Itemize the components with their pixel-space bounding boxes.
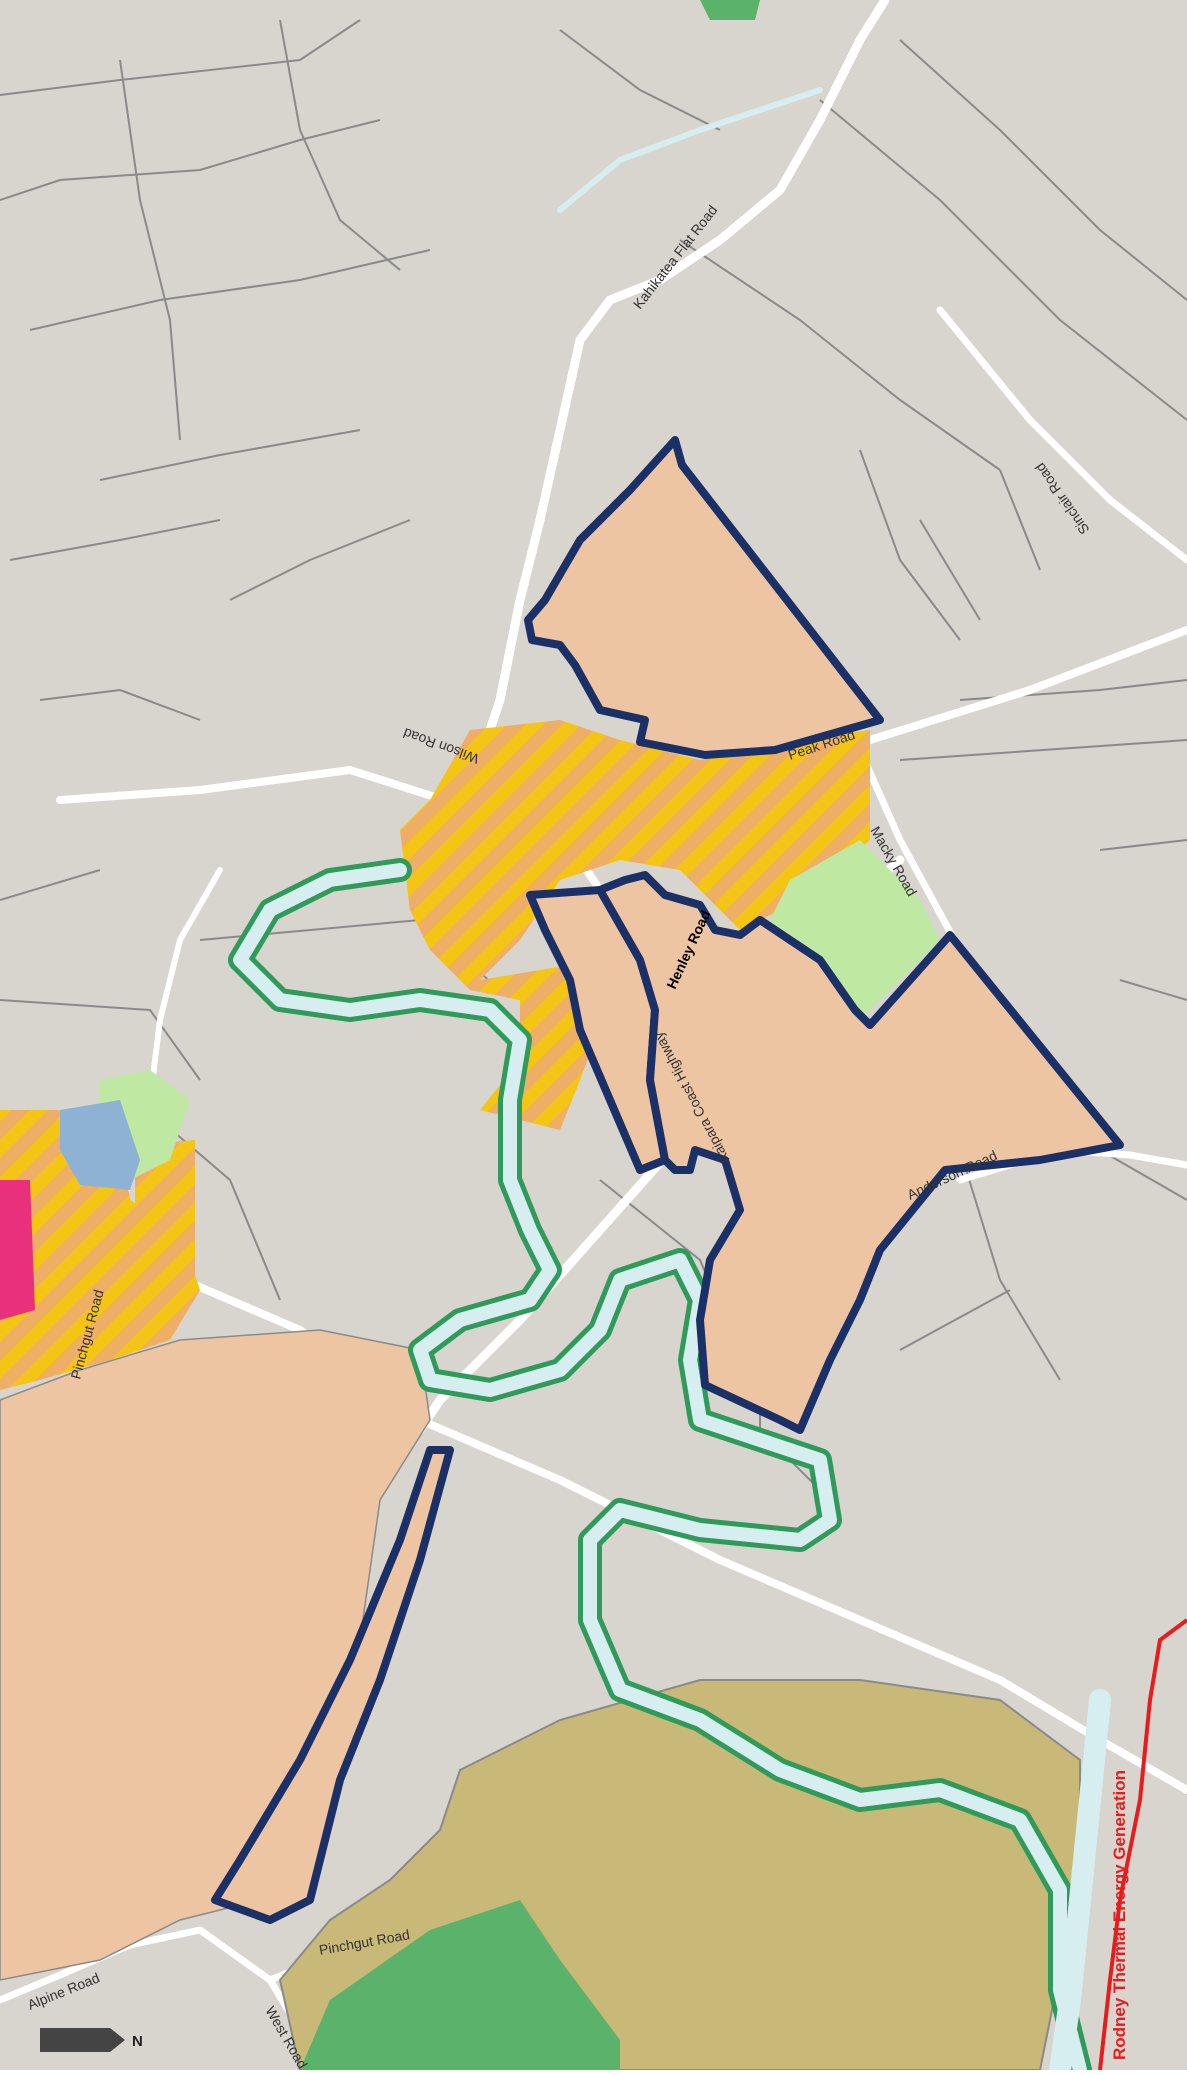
north-arrow-label: N <box>132 2033 143 2050</box>
river-tributary <box>1049 1689 1111 2075</box>
facility-boundary-line <box>1098 1618 1187 2071</box>
hatched-zone-west <box>0 1110 200 1390</box>
proposed-zones <box>211 436 1124 1924</box>
facility-label: Rodney Thermal Energy Generation <box>1110 1770 1129 2060</box>
side-road-a <box>147 867 223 1103</box>
macky-road <box>856 746 964 954</box>
sinclair-road <box>936 306 1187 564</box>
creek-north <box>557 87 823 213</box>
dark-green-zone-south <box>300 1900 620 2070</box>
proposed-zone-south-strip <box>211 1446 454 1924</box>
blue-zone-west <box>60 1100 140 1190</box>
proposed-zone-north <box>524 436 884 759</box>
north-arrow-icon <box>40 2028 125 2052</box>
hatched-zone-town <box>400 720 870 1130</box>
dark-green-zone-north <box>700 0 760 20</box>
parcel-lines <box>0 19 1187 1501</box>
hatched-zone-west-strip <box>135 1140 195 1300</box>
proposed-zone-central <box>596 871 1124 1434</box>
river-water <box>233 863 1087 2075</box>
magenta-zone-west <box>0 1180 35 1320</box>
north-arrow: N <box>40 2028 143 2052</box>
river <box>228 87 1111 2075</box>
